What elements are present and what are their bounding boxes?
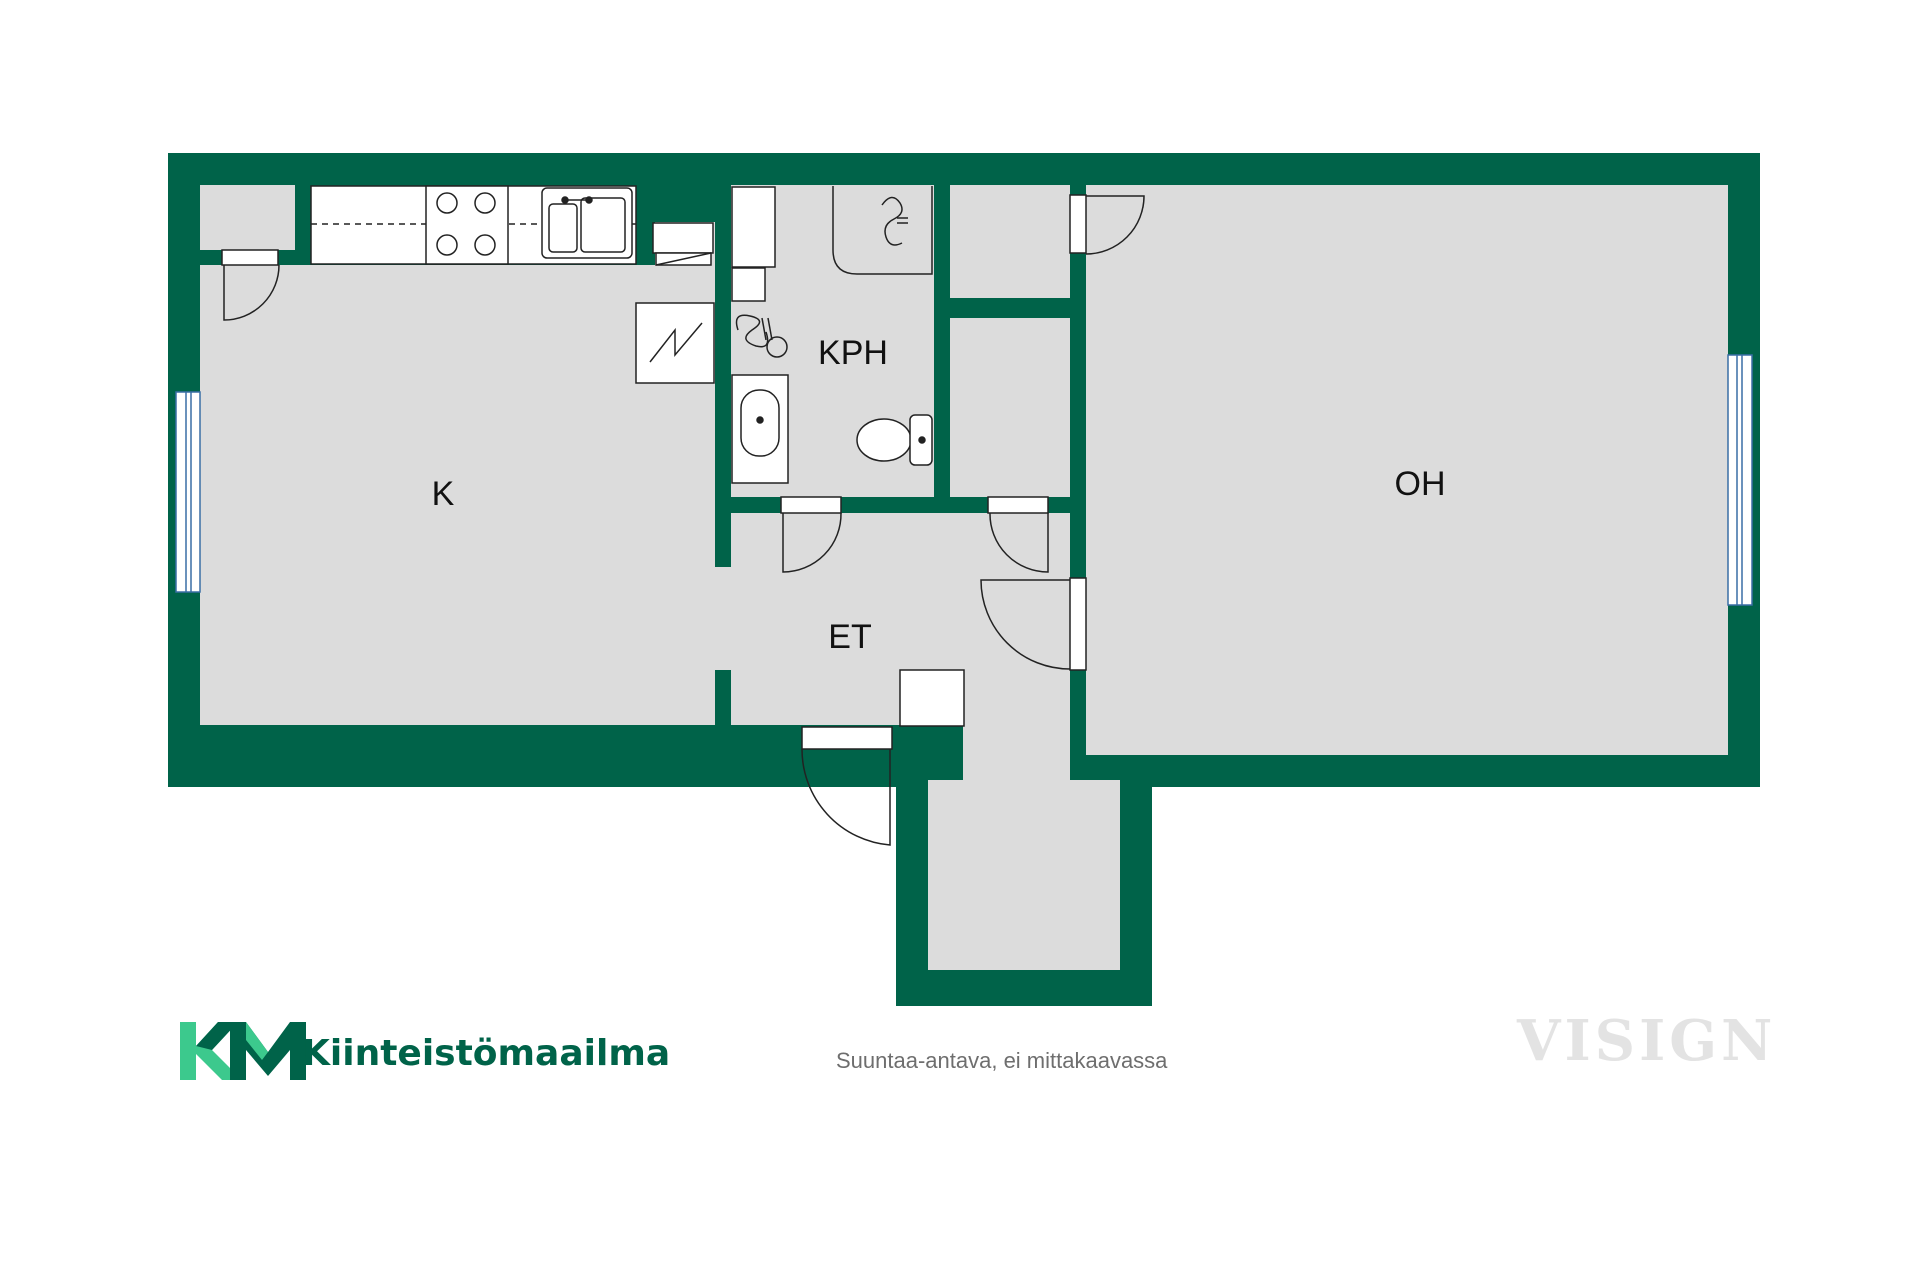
kitchen-floor xyxy=(200,265,715,725)
closet-middle xyxy=(950,318,1070,497)
hall-cabinet xyxy=(899,669,965,727)
watermark: VISIGN xyxy=(1516,1008,1776,1074)
living-room-floor xyxy=(1086,185,1728,755)
sink-icon xyxy=(541,187,633,259)
shower-icon xyxy=(832,186,933,275)
electric-panel-icon xyxy=(635,302,715,384)
km-logo-icon xyxy=(180,1022,306,1080)
hall-label: ET xyxy=(828,618,871,656)
scale-caption: Suuntaa-antava, ei mittakaavassa xyxy=(836,1048,1168,1073)
living-room-label: OH xyxy=(1395,465,1446,503)
bathroom-label: KPH xyxy=(818,334,888,372)
toilet-icon xyxy=(856,414,933,466)
basin-mixer-icon xyxy=(735,314,788,358)
kitchen-label: K xyxy=(432,475,455,513)
kitchen-fixtures xyxy=(310,185,715,384)
door-swing-icon xyxy=(221,194,1145,846)
window-icon xyxy=(175,354,1753,606)
shower-mixer-icon xyxy=(881,196,908,246)
washbasin-icon xyxy=(731,374,789,484)
brand-name: Kiinteistömaailma xyxy=(302,1033,670,1074)
entry-floor xyxy=(928,780,1120,970)
closet-top xyxy=(950,185,1070,298)
bathroom-fixtures xyxy=(731,186,933,484)
stove-icon xyxy=(425,185,509,265)
